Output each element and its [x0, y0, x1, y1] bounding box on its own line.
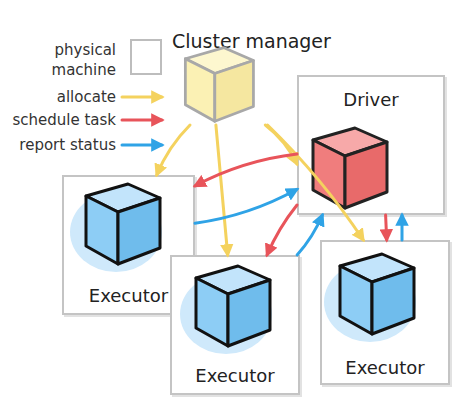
legend-label: report status [0, 135, 116, 155]
allocate-sample [122, 96, 162, 99]
schedule-sample [122, 119, 162, 122]
arrow-connector [195, 189, 297, 223]
arrow-connector [195, 154, 297, 186]
node-label: Executor [172, 365, 298, 387]
legend-label: allocate [0, 87, 116, 107]
executor-cube [70, 184, 162, 272]
executor-cube [324, 254, 416, 342]
arrow-connector [216, 125, 228, 255]
cluster-manager-cube [185, 48, 253, 122]
node-label: Driver [299, 89, 443, 111]
arrow-connector [297, 215, 322, 255]
arrow-connector [401, 215, 404, 240]
node-label: Executor [322, 357, 448, 379]
node-label: Cluster manager [172, 30, 322, 52]
arrow-connector [157, 125, 190, 175]
legend-label: physical machine [26, 40, 116, 80]
executor-cube [180, 266, 272, 354]
legend-label: schedule task [0, 110, 116, 130]
machine-sample [131, 40, 161, 74]
driver-cube [313, 128, 387, 208]
arrow-connector [386, 215, 387, 240]
arrow-connector [268, 125, 364, 240]
report-sample [122, 144, 162, 147]
arrow-connector [267, 205, 297, 255]
